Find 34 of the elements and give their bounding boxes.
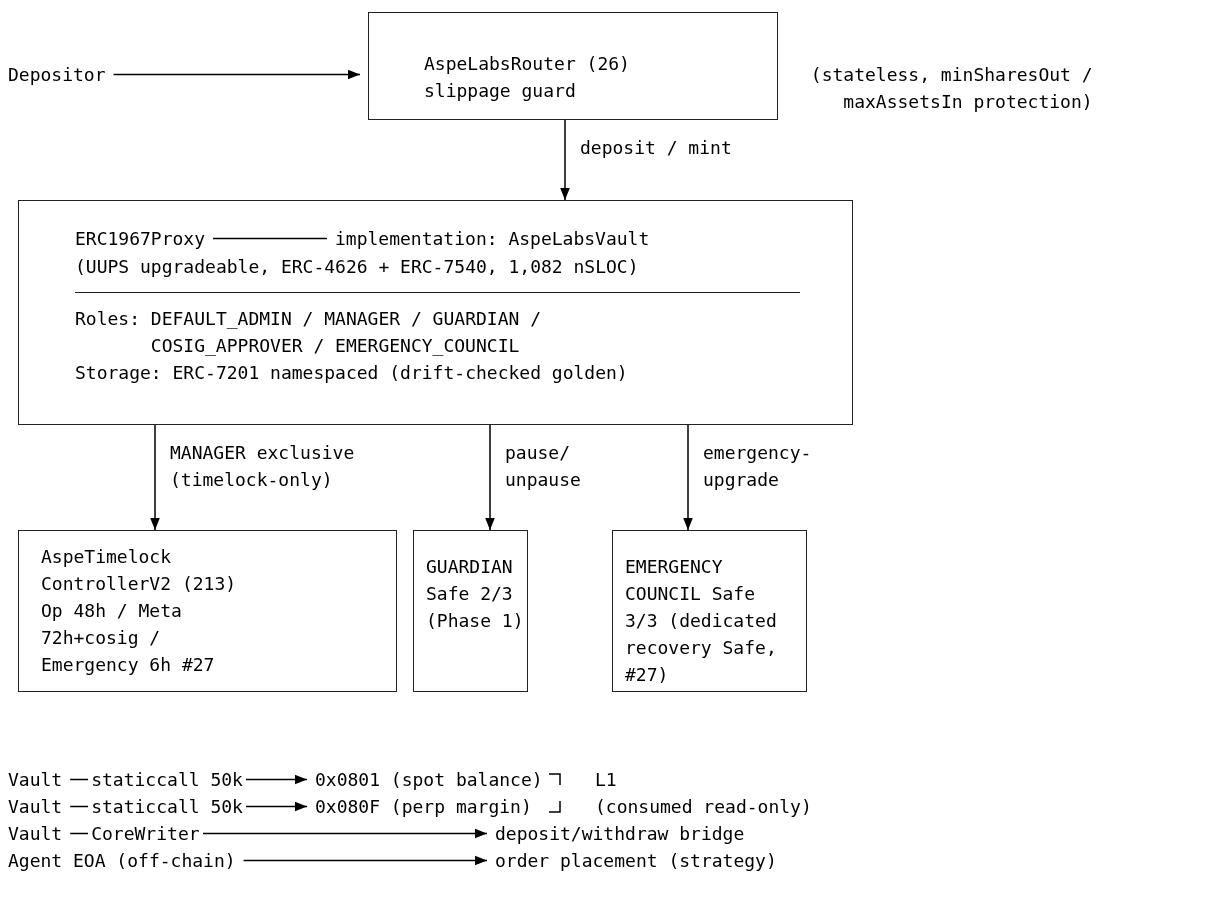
process-box — [612, 530, 807, 692]
box-text: Op 48h / Meta 72h+cosig / Emergency 6h #27 — [41, 599, 216, 677]
note-text: L1 — [595, 768, 617, 792]
arrow — [683, 424, 693, 531]
process-box — [413, 530, 528, 692]
note-text: (stateless, minSharesOut / maxAssetsIn protection) — [809, 63, 1093, 114]
target-label: 0x0801 (spot balance) — [315, 766, 543, 793]
actor-label: Depositor — [8, 61, 106, 88]
component-label: ERC1967Proxy — [75, 225, 206, 252]
source-label: Vault — [8, 820, 63, 847]
box-text: Roles: DEFAULT_ADMIN / MANAGER / GUARDIAN / COSIG_APPROVER / EMERGENCY_COUNCIL — [75, 307, 542, 358]
source-label: Vault — [8, 793, 63, 820]
arrow — [242, 855, 488, 866]
target-label: deposit/withdraw bridge — [495, 820, 745, 847]
connector-line — [212, 237, 328, 240]
target-label: 0x080F (perp margin) — [315, 793, 532, 820]
process-box — [18, 530, 397, 692]
box-title: GUARDIAN Safe 2/3 (Phase 1) — [426, 555, 524, 633]
source-label: Vault — [8, 766, 63, 793]
arrow — [560, 119, 570, 201]
box-title: (UUPS upgradeable, ERC-4626 + ERC-7540, 1,082 nSLOC) — [75, 255, 640, 279]
arrow — [485, 424, 495, 531]
box-title: EMERGENCY COUNCIL Safe 3/3 (dedicated recovery Safe, #27) — [625, 555, 777, 687]
source-label: Agent EOA (off-chain) — [8, 847, 236, 874]
target-label: order placement (strategy) — [495, 847, 777, 874]
box-title: AspeTimelock ControllerV2 (213) — [41, 545, 237, 596]
box-title: AspeLabsRouter (26) slippage guard — [424, 52, 631, 103]
arrow — [112, 69, 361, 80]
process-box — [368, 12, 778, 120]
note-text: (consumed read-only) — [595, 795, 812, 819]
arrow — [150, 424, 160, 531]
box-text: Storage: ERC-7201 namespaced (drift-checked golden) — [75, 361, 629, 385]
component-label: implementation: AspeLabsVault — [335, 225, 650, 252]
process-box — [18, 200, 853, 425]
